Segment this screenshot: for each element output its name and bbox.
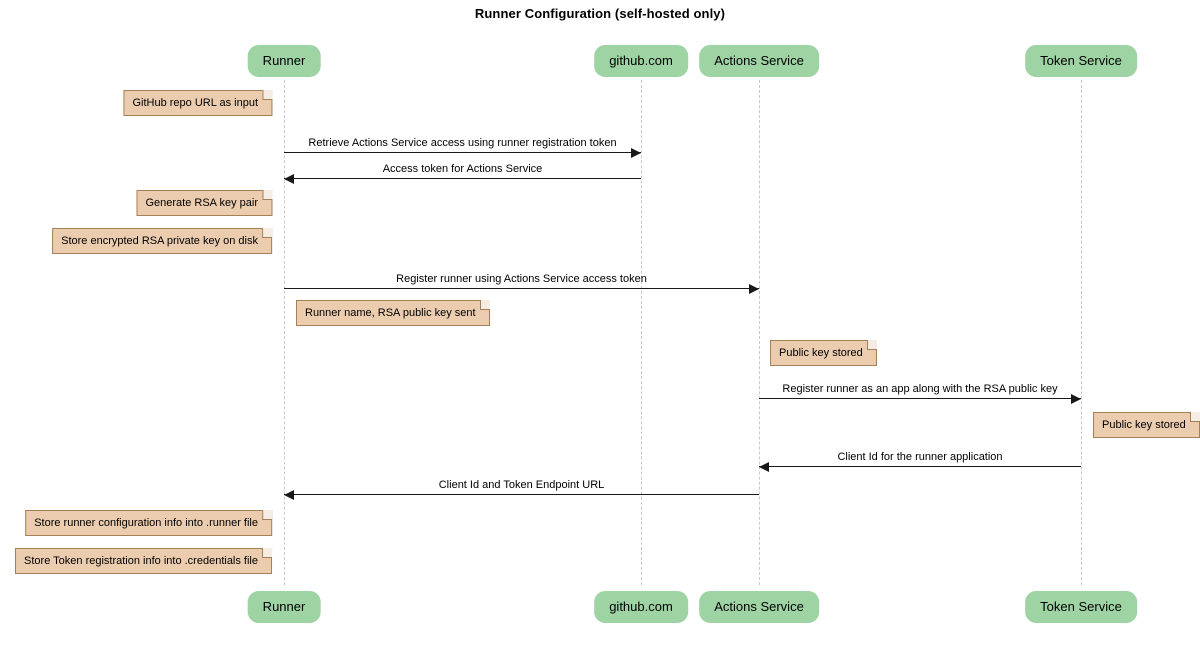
lifeline-github [641,80,642,585]
note: Generate RSA key pair [136,190,272,216]
arrowhead-right-icon [1071,394,1081,404]
arrowhead-right-icon [749,284,759,294]
note-text: Store Token registration info into .cred… [24,555,258,567]
note-fold-corner-icon [866,340,877,350]
participant-actions-top[interactable]: Actions Service [699,45,819,77]
arrowhead-right-icon [631,148,641,158]
message-label: Register runner as an app along with the… [782,383,1058,395]
note: Store runner configuration info into .ru… [25,510,272,536]
message-line [284,178,641,179]
message-label: Retrieve Actions Service access using ru… [308,137,617,149]
note-text: Store encrypted RSA private key on disk [61,235,258,247]
message-label: Access token for Actions Service [382,163,543,175]
participant-runner-top[interactable]: Runner [247,45,321,77]
message-line [284,494,759,495]
note: GitHub repo URL as input [123,90,272,116]
note-fold-corner-icon [479,300,490,310]
note: Public key stored [770,340,877,366]
note: Store Token registration info into .cred… [15,548,272,574]
lifeline-runner [284,80,285,585]
arrowhead-left-icon [284,490,294,500]
participant-github-bottom[interactable]: github.com [594,591,688,623]
note-fold-corner-icon [262,510,272,520]
note-fold-corner-icon [262,190,272,200]
message-line [284,288,759,289]
note-fold-corner-icon [262,228,272,238]
arrowhead-left-icon [284,174,294,184]
note: Public key stored [1093,412,1200,438]
participant-actions-bottom[interactable]: Actions Service [699,591,819,623]
note-text: Generate RSA key pair [145,197,258,209]
note-text: Public key stored [779,347,863,359]
message-label: Client Id for the runner application [837,451,1003,463]
note-text: Store runner configuration info into .ru… [34,517,258,529]
message-label: Register runner using Actions Service ac… [396,273,647,285]
participant-token-bottom[interactable]: Token Service [1025,591,1137,623]
note: Runner name, RSA public key sent [296,300,490,326]
note-text: Runner name, RSA public key sent [305,307,476,319]
participant-token-top[interactable]: Token Service [1025,45,1137,77]
note: Store encrypted RSA private key on disk [52,228,272,254]
message-line [759,398,1081,399]
note-fold-corner-icon [262,90,272,100]
note-fold-corner-icon [1189,412,1200,422]
arrowhead-left-icon [759,462,769,472]
lifeline-token [1081,80,1082,585]
lifeline-actions [759,80,760,585]
message-line [759,466,1081,467]
participant-runner-bottom[interactable]: Runner [247,591,321,623]
message-line [284,152,641,153]
page-title: Runner Configuration (self-hosted only) [474,6,726,21]
note-text: Public key stored [1102,419,1186,431]
note-fold-corner-icon [262,548,272,558]
message-label: Client Id and Token Endpoint URL [438,479,605,491]
participant-github-top[interactable]: github.com [594,45,688,77]
note-text: GitHub repo URL as input [132,97,258,109]
